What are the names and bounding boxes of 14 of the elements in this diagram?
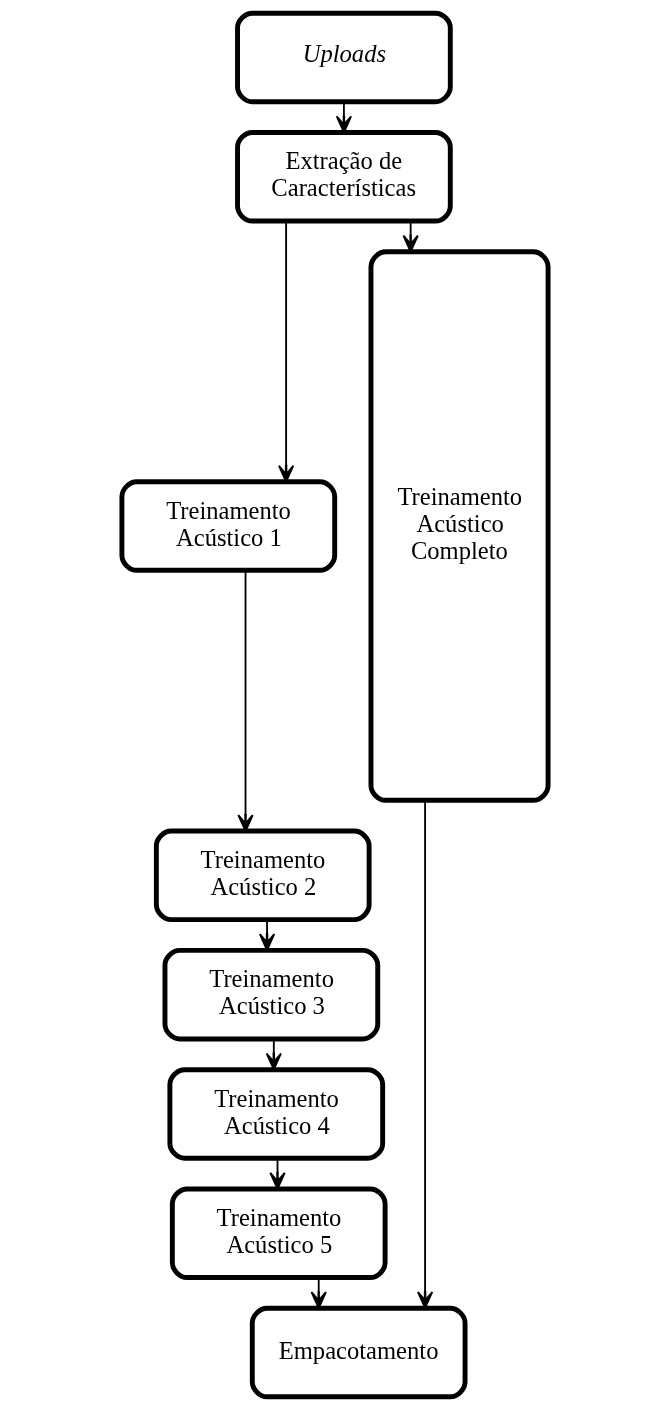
node-box: Uploads bbox=[234, 10, 453, 105]
node-box: Treinamento Acústico 1 bbox=[118, 479, 337, 573]
arrow bbox=[277, 220, 294, 483]
arrow bbox=[402, 220, 419, 253]
node-box: Treinamento Acústico 4 bbox=[166, 1067, 385, 1161]
node-box: Empacotamento bbox=[249, 1305, 467, 1400]
node-box: Extração de Características bbox=[234, 130, 453, 224]
node-box: Treinamento Acústico 3 bbox=[162, 947, 380, 1042]
node-box: Treinamento Acústico Completo bbox=[368, 249, 551, 803]
node-box: Treinamento Acústico 5 bbox=[169, 1186, 388, 1280]
arrow bbox=[416, 799, 433, 1309]
node-box: Treinamento Acústico 2 bbox=[153, 828, 372, 923]
arrow bbox=[236, 569, 254, 832]
arrow bbox=[265, 1038, 282, 1071]
